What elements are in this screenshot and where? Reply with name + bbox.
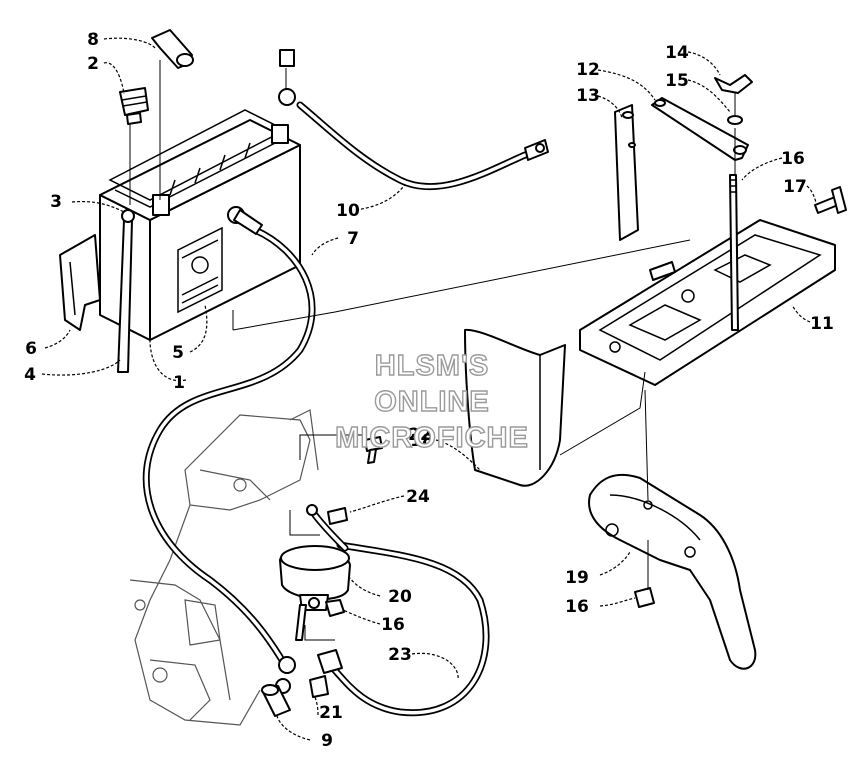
- shield-18: [464, 328, 566, 487]
- callout-labels: 1 2 3 4 5 6 7 8 9 10 11 12 13 14 15 16 1…: [24, 30, 834, 751]
- callout-18: 18: [410, 431, 434, 451]
- callout-10: 10: [336, 201, 360, 221]
- callout-11: 11: [810, 314, 834, 334]
- callout-15: 15: [665, 71, 689, 91]
- callout-3: 3: [50, 192, 62, 212]
- callout-17: 17: [783, 177, 807, 197]
- watermark: HLSM'S ONLINE MICROFICHE: [334, 349, 529, 454]
- callout-20: 20: [388, 587, 412, 607]
- watermark-line-3: MICROFICHE: [335, 422, 529, 454]
- assembly-lines: [129, 60, 736, 641]
- callout-21: 21: [319, 703, 343, 723]
- watermark-line-2: ONLINE: [374, 386, 490, 418]
- hardware-small: [261, 436, 383, 717]
- terminal-cap-8: [151, 29, 194, 69]
- callout-8: 8: [87, 30, 99, 50]
- callout-9: 9: [321, 731, 333, 751]
- callout-12: 12: [576, 60, 600, 80]
- bracket-19: [588, 473, 757, 670]
- callout-14: 14: [665, 43, 689, 63]
- vent-tube-4: [117, 209, 135, 373]
- callout-22: 22: [408, 425, 432, 445]
- wire-24: [306, 504, 349, 552]
- bolt-17: [814, 186, 847, 214]
- bracket-13: [614, 104, 639, 241]
- callout-16-tray: 16: [781, 149, 805, 169]
- callout-16-solenoid: 16: [381, 615, 405, 635]
- callout-24: 24: [406, 487, 430, 507]
- cable-23: [317, 541, 490, 717]
- callout-1: 1: [173, 373, 185, 393]
- callout-5: 5: [172, 343, 184, 363]
- frame-section: [129, 409, 319, 726]
- callout-6: 6: [25, 339, 37, 359]
- callout-4: 4: [24, 365, 36, 385]
- watermark-line-1: HLSM'S: [375, 350, 489, 382]
- callout-19: 19: [565, 568, 589, 588]
- vent-fitting-2: [119, 87, 149, 125]
- callout-23: 23: [388, 645, 412, 665]
- strap-12: [651, 97, 749, 161]
- wing-nut-14: [714, 74, 753, 125]
- callout-13: 13: [576, 86, 600, 106]
- callout-leaders: [41, 37, 817, 741]
- callout-2: 2: [87, 54, 99, 74]
- cable-10: [278, 49, 549, 191]
- callout-7: 7: [347, 229, 359, 249]
- cable-7: [142, 206, 316, 674]
- rod-16: [729, 174, 739, 331]
- bracket-6: [59, 234, 101, 331]
- callout-16-bracket: 16: [565, 597, 589, 617]
- solenoid-20: [279, 545, 351, 611]
- battery-tray-11: [579, 219, 836, 386]
